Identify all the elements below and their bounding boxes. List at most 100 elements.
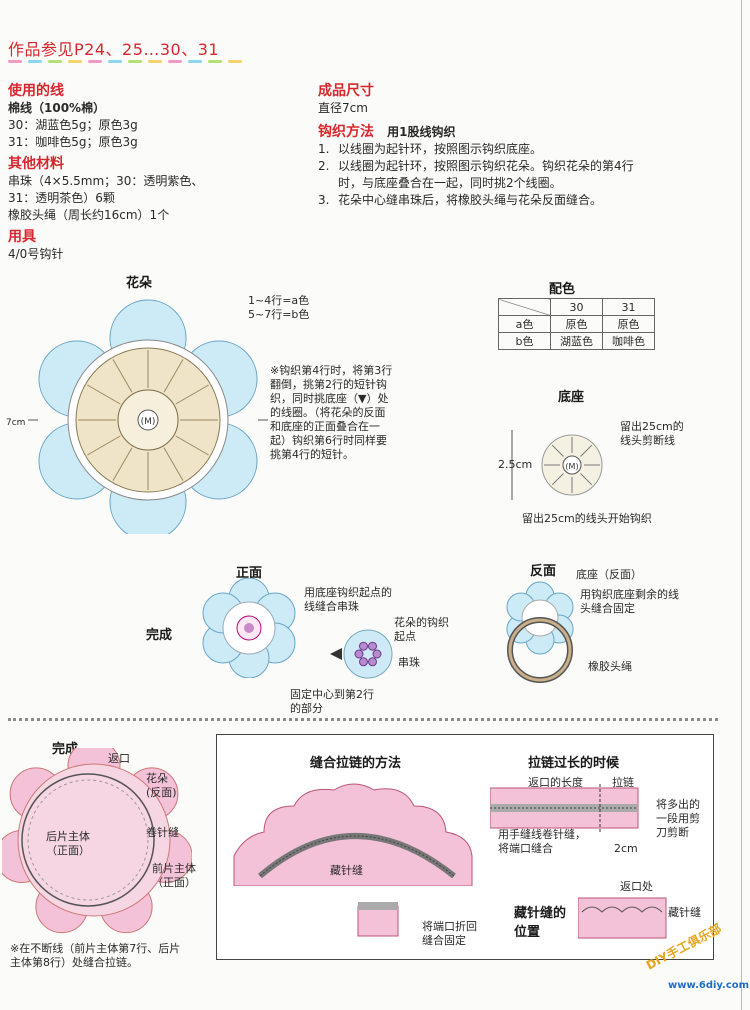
stitch-line [163, 447, 184, 481]
color-dot [148, 60, 162, 63]
base-note-top: 留出25cm的 线头剪断线 [620, 420, 684, 447]
zipper-2cm: 2cm [614, 842, 638, 855]
table-cell: 湖蓝色 [550, 332, 603, 350]
pouch-front-body: 前片主体 （正面） [152, 862, 196, 889]
materials-section: 使用的线 棉线（100%棉） 30：湖蓝色5g；原色3g 31：咖啡色5g；原色… [8, 80, 203, 263]
back-note: 用钩织底座剩余的线 头缝合固定 [580, 588, 679, 615]
method-section: 成品尺寸 直径7cm 钩织方法 用1股线钩织 1.以线圈为起针环，按照图示钩织底… [318, 80, 634, 209]
size-value: 直径7cm [318, 101, 368, 115]
flower-note: ※钩织第4行时，将第3行 翻倒，挑第2行的短针钩 织，同时挑底座（▼）处 的线圈… [270, 364, 393, 461]
stitch-line [87, 384, 121, 405]
fix-note: 固定中心到第2行 的部分 [290, 688, 374, 715]
zipper-sew-title: 缝合拉链的方法 [310, 756, 402, 771]
method-step: 2.以线圈为起针环，按照图示钩织花朵。钩织花朵的第4行 [318, 159, 634, 173]
method-step: 时，与底座叠合在一起，同时挑2个线圈。 [338, 176, 562, 190]
method-step: 1.以线圈为起针环，按照图示钩织底座。 [318, 142, 543, 156]
back-flower-figure [506, 581, 574, 683]
finish-front-title: 正面 [236, 566, 263, 581]
fold-figure [357, 902, 399, 937]
stitch-line [112, 359, 133, 393]
zipper-sew-figure [233, 783, 473, 886]
section-divider [8, 718, 718, 721]
table-cell: 原色 [550, 315, 603, 333]
zipper-opening-len: 返口的长度 [528, 776, 583, 789]
back-base-label: 底座（反面） [576, 568, 642, 581]
other-line: 橡胶头绳（周长约16cm）1个 [8, 208, 170, 222]
stitch-line [175, 435, 209, 456]
pouch-opening: 返口 [108, 752, 130, 765]
page-edge-line [741, 0, 742, 1010]
stitch-line [175, 384, 209, 405]
flower-rows-b: 5~7行=b色 [248, 308, 310, 321]
other-line: 31：透明茶色）6颗 [8, 191, 115, 205]
color-dot [128, 60, 142, 63]
table-corner [498, 298, 551, 316]
zipper-roll-note: 用手缝线卷针缝， 将端口缝合 [498, 828, 586, 855]
other-line: 串珠（4×5.5mm；30：透明紫色、 [8, 174, 204, 188]
table-cell: a色 [498, 315, 551, 333]
color-dot [68, 60, 82, 63]
table-cell: 原色 [602, 315, 655, 333]
zipper-fold-note: 将端口折回 缝合固定 [422, 920, 477, 947]
stitch-line [163, 359, 184, 393]
bead-dot [368, 641, 377, 651]
color-dots [8, 60, 242, 63]
color-dot [28, 60, 42, 63]
method-sub: 用1股线钩织 [387, 125, 456, 139]
flower-chart: (M) [28, 299, 268, 534]
stitch-line [551, 473, 564, 486]
base-title: 底座 [558, 390, 585, 405]
table-cell: 咖啡色 [602, 332, 655, 350]
flower-dim: 7cm [6, 418, 26, 428]
table-header: 31 [602, 298, 655, 316]
bead-label: 串珠 [398, 656, 420, 669]
base-chart: (M) [511, 430, 603, 500]
start-note: 花朵的钩织 起点 [394, 616, 449, 643]
yarn-line: 30：湖蓝色5g；原色3g [8, 118, 138, 132]
color-table-title: 配色 [549, 282, 576, 297]
yarn-heading: 使用的线 [8, 83, 64, 99]
color-dot [168, 60, 182, 63]
page-title: 作品参见P24、25…30、31 [8, 40, 220, 59]
pouch-flower-back: 花朵 (反面) [146, 772, 177, 799]
yarn-line: 31：咖啡色5g；原色3g [8, 135, 138, 149]
pouch-whip: 卷针缝 [146, 826, 179, 839]
zipper-long-figure [490, 784, 639, 832]
finish-label: 完成 [146, 628, 173, 643]
zipper-hidden-pos: 藏针缝的 位置 [514, 906, 567, 940]
stitch-line [580, 444, 593, 457]
zipper-hidden: 藏针缝 [330, 864, 363, 877]
table-cell: b色 [498, 332, 551, 350]
other-heading: 其他材料 [8, 156, 64, 172]
finish-back-title: 反面 [530, 564, 557, 579]
front-flower-figure [202, 578, 296, 678]
size-heading: 成品尺寸 [318, 83, 374, 99]
color-dot [208, 60, 222, 63]
color-dot [48, 60, 62, 63]
zipper-hidden2: 藏针缝 [668, 906, 701, 919]
rubber-label: 橡胶头绳 [588, 660, 632, 673]
zipper-zip-label: 拉链 [612, 776, 634, 789]
bead-dot [359, 657, 368, 667]
color-dot [88, 60, 102, 63]
flower-center-label: (M) [141, 417, 156, 427]
stitch-line [87, 435, 121, 456]
color-dot [188, 60, 202, 63]
zipper-cut-note: 将多出的 一段用剪 刀剪断 [656, 798, 700, 839]
bead-dot [368, 657, 377, 667]
pouch-back-body: 后片主体 （正面） [46, 830, 90, 857]
front-note: 用底座钩织起点的 线缝合串珠 [304, 586, 392, 613]
stitch-line [112, 447, 133, 481]
flower-title: 花朵 [126, 276, 153, 291]
pouch-figure [2, 748, 192, 934]
bead-dot [354, 649, 364, 659]
table-header: 30 [550, 298, 603, 316]
color-dot [108, 60, 122, 63]
method-heading: 钩织方法 [318, 124, 374, 140]
color-dot [8, 60, 22, 63]
zipper-opening2: 返口处 [620, 880, 653, 893]
bead-dot [372, 649, 382, 659]
tools-heading: 用具 [8, 229, 36, 245]
method-step: 3.花朵中心缝串珠后，将橡胶头绳与花朵反面缝合。 [318, 193, 603, 207]
